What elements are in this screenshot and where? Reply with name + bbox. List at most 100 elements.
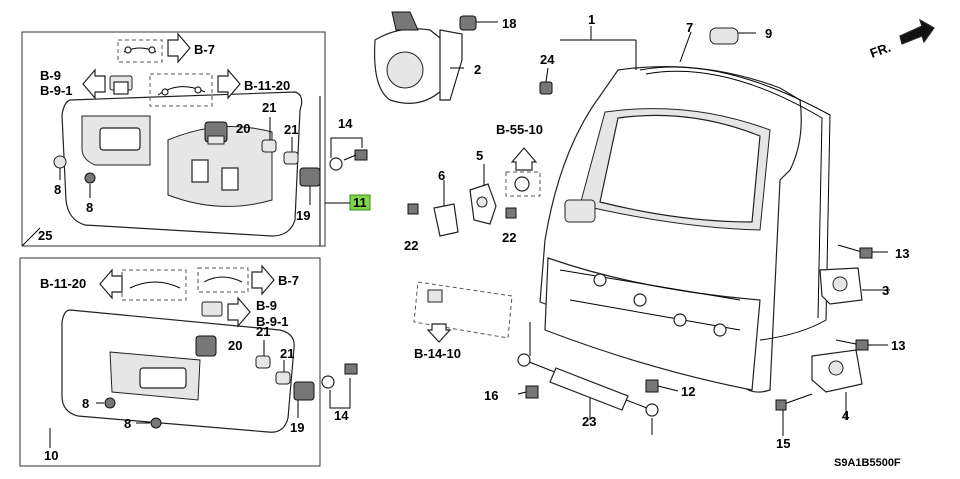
part-24: [539, 81, 553, 95]
part-22a: [407, 203, 419, 215]
weatherstrip-7: [639, 66, 831, 341]
part-label-8-lower-a: 8: [82, 396, 89, 411]
part-6: [433, 203, 459, 237]
highlight-box-11[interactable]: [325, 194, 371, 211]
part-label-22-b: 22: [502, 230, 516, 245]
part-label-4: 4: [842, 408, 850, 423]
ref-b91-upper[interactable]: B-9-1: [40, 83, 73, 98]
arrow-b7-upper: [167, 32, 191, 64]
ref-b91-lower[interactable]: B-9-1: [256, 314, 289, 329]
bolt-13b: [835, 339, 869, 351]
part-label-11[interactable]: 11: [353, 195, 367, 210]
bolt-13a: [837, 244, 873, 259]
part-label-3: 3: [882, 283, 889, 298]
part-8a-lower: [96, 397, 116, 409]
part-14-lower: [321, 363, 358, 409]
part-19-upper: [299, 167, 321, 205]
ref-b7-lower[interactable]: B-7: [278, 273, 299, 288]
clip-b9-lower: [201, 301, 223, 317]
part-5: [469, 183, 497, 225]
part-label-21-lower-a: 21: [256, 324, 270, 339]
part-label-19-lower: 19: [290, 420, 304, 435]
part-label-13-a: 13: [895, 246, 909, 261]
part-label-21-upper-a: 21: [262, 100, 276, 115]
tailgate-garnish-lower: [61, 309, 295, 433]
arrow-b9-upper: [82, 68, 106, 100]
ref-b7-upper[interactable]: B-7: [194, 42, 215, 57]
hinge-2: [373, 11, 463, 104]
part-20-upper: [204, 121, 228, 145]
clip-b1120-lower: [121, 269, 187, 301]
hinge-3: [819, 267, 863, 305]
tailgate-garnish-upper: [61, 91, 303, 237]
part-16: [525, 385, 539, 399]
bolt-15: [775, 393, 813, 411]
part-12: [645, 379, 659, 393]
part-label-18: 18: [502, 16, 516, 31]
diagram-code: S9A1B5500F: [834, 457, 901, 469]
group-box-25: [21, 31, 326, 247]
ref-b1120-lower[interactable]: B-11-20: [40, 276, 86, 291]
arrow-b9-lower: [227, 296, 251, 328]
clip-b5510: [505, 147, 541, 197]
part-label-19-upper: 19: [296, 208, 310, 223]
part-22b: [505, 207, 517, 219]
ref-b9-upper[interactable]: B-9: [40, 68, 61, 83]
part-label-2: 2: [474, 62, 481, 77]
arrow-b1120-lower: [99, 268, 123, 300]
gas-strut-23: [517, 322, 659, 435]
ref-b1120-upper[interactable]: B-11-20: [244, 78, 290, 93]
part-label-23: 23: [582, 414, 596, 429]
front-direction-label: FR.: [868, 40, 893, 61]
part-label-7: 7: [686, 20, 693, 35]
clip-b1120-upper: [149, 73, 213, 107]
part-label-14-upper: 14: [338, 116, 353, 131]
part-label-6: 6: [438, 168, 445, 183]
part-label-8-lower-b: 8: [124, 416, 131, 431]
part-19-lower: [293, 381, 315, 418]
part-9: [709, 27, 756, 45]
part-label-14-lower: 14: [334, 408, 349, 423]
part-label-20-upper: 20: [236, 121, 250, 136]
part-label-15: 15: [776, 436, 790, 451]
part-label-24: 24: [540, 52, 555, 67]
front-direction-arrow: [899, 18, 935, 45]
part-label-16: 16: [484, 388, 498, 403]
part-21b-upper: [283, 137, 299, 165]
clip-b7-lower: [197, 267, 249, 293]
part-20-lower: [195, 335, 217, 357]
part-8a-upper: [53, 155, 67, 180]
part-label-1: 1: [588, 12, 595, 27]
arrow-b1120-upper: [217, 68, 241, 100]
part-label-20-lower: 20: [228, 338, 242, 353]
part-label-8-upper-b: 8: [86, 200, 93, 215]
part-14-upper: [329, 137, 368, 171]
ref-b1410[interactable]: B-14-10: [414, 346, 461, 361]
part-8b-upper: [84, 172, 96, 198]
leader-lines: [443, 26, 890, 436]
part-label-5: 5: [476, 148, 483, 163]
part-18: [459, 15, 498, 31]
part-label-21-upper-b: 21: [284, 122, 298, 137]
part-label-9: 9: [765, 26, 772, 41]
part-label-10: 10: [44, 448, 58, 463]
clip-b9-upper: [109, 75, 133, 95]
ref-b5510[interactable]: B-55-10: [496, 122, 543, 137]
part-21a-lower: [255, 340, 271, 369]
part-label-25: 25: [38, 228, 52, 243]
tailgate-panel: [539, 65, 802, 393]
part-21a-upper: [261, 117, 277, 153]
part-label-8-upper-a: 8: [54, 182, 61, 197]
hinge-4: [811, 349, 863, 393]
part-8b-lower: [136, 417, 162, 429]
ref-b9-lower[interactable]: B-9: [256, 298, 277, 313]
clip-b1410: [413, 281, 513, 343]
clip-b7-upper: [117, 39, 163, 63]
part-label-21-lower-b: 21: [280, 346, 294, 361]
arrow-b7-lower: [251, 264, 275, 296]
part-label-22-a: 22: [404, 238, 418, 253]
part-21b-lower: [275, 360, 291, 385]
part-label-12: 12: [681, 384, 695, 399]
